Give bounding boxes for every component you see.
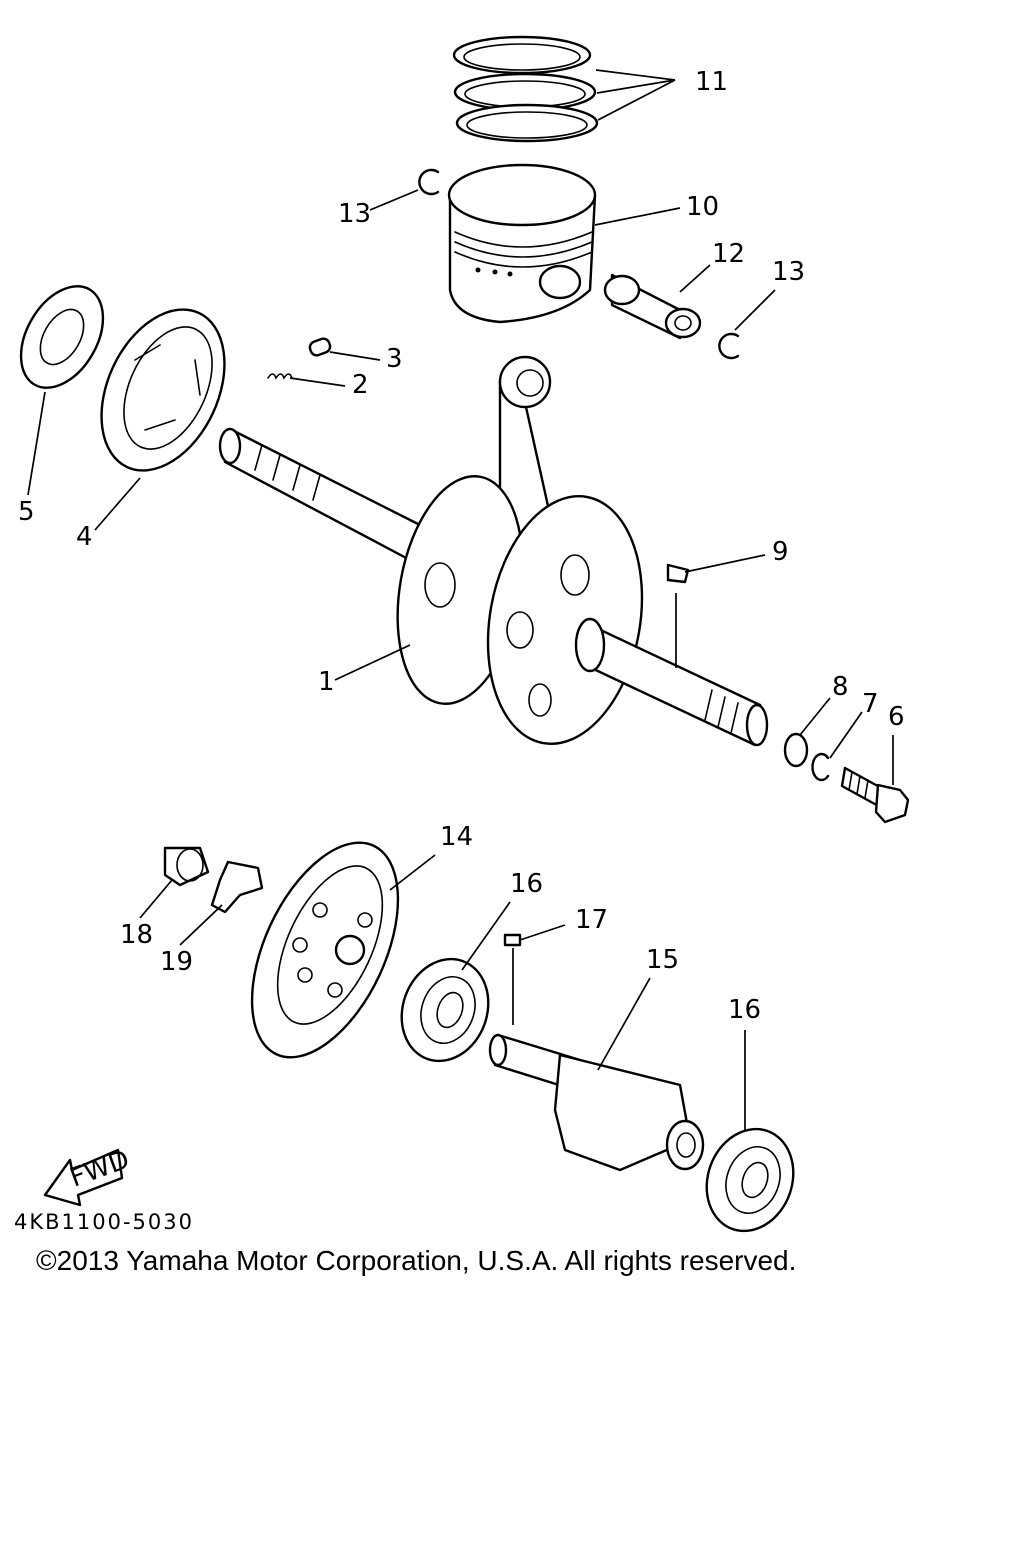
woodruff-key	[666, 563, 690, 584]
callout-10: 10	[686, 192, 719, 222]
primary-drive-gear	[250, 841, 400, 1059]
leader-lines	[27, 69, 894, 1130]
dowel-pin	[308, 337, 332, 357]
callout-13-right: 13	[772, 257, 805, 287]
lock-plate	[210, 860, 264, 914]
bearing-right	[705, 1127, 795, 1233]
plate-washer	[783, 732, 809, 768]
bolt	[840, 766, 910, 824]
piston	[447, 163, 597, 324]
callout-15: 15	[646, 945, 679, 975]
callout-4: 4	[76, 522, 93, 552]
one-way-clutch	[100, 308, 226, 472]
fwd-arrow-icon: FWD	[43, 1145, 133, 1207]
callout-8: 8	[832, 672, 849, 702]
callout-7: 7	[862, 689, 879, 719]
balancer-shaft	[488, 1033, 705, 1172]
callout-5: 5	[18, 497, 35, 527]
callout-3: 3	[386, 344, 403, 374]
callout-2: 2	[352, 370, 369, 400]
circlip-right	[718, 332, 740, 360]
spring	[267, 373, 293, 380]
callout-18: 18	[120, 920, 153, 950]
piston-rings	[452, 35, 599, 143]
lock-washer	[811, 752, 830, 782]
circlip-top	[418, 168, 440, 196]
bearing-left	[400, 957, 490, 1063]
callout-1: 1	[318, 667, 335, 697]
callout-6: 6	[888, 702, 905, 732]
nut	[163, 846, 210, 887]
diagram-code: 4KB1100-5030	[14, 1210, 195, 1234]
straight-key	[503, 933, 522, 947]
callout-16-left: 16	[510, 869, 543, 899]
callout-16-right: 16	[728, 995, 761, 1025]
callout-17: 17	[575, 905, 608, 935]
callout-13-top: 13	[338, 199, 371, 229]
callout-19: 19	[160, 947, 193, 977]
callout-11: 11	[695, 67, 728, 97]
copyright-notice: ©2013 Yamaha Motor Corporation, U.S.A. A…	[36, 1245, 797, 1276]
crankshaft	[218, 355, 769, 747]
callout-numbers: 1 2 3 4 5 6 7 8 9 10 11 12 13 13 14 15 1…	[18, 67, 905, 1025]
thrust-washer	[19, 285, 105, 389]
callout-9: 9	[772, 537, 789, 567]
piston-pin	[603, 273, 702, 340]
callout-12: 12	[712, 239, 745, 269]
callout-14: 14	[440, 822, 473, 852]
